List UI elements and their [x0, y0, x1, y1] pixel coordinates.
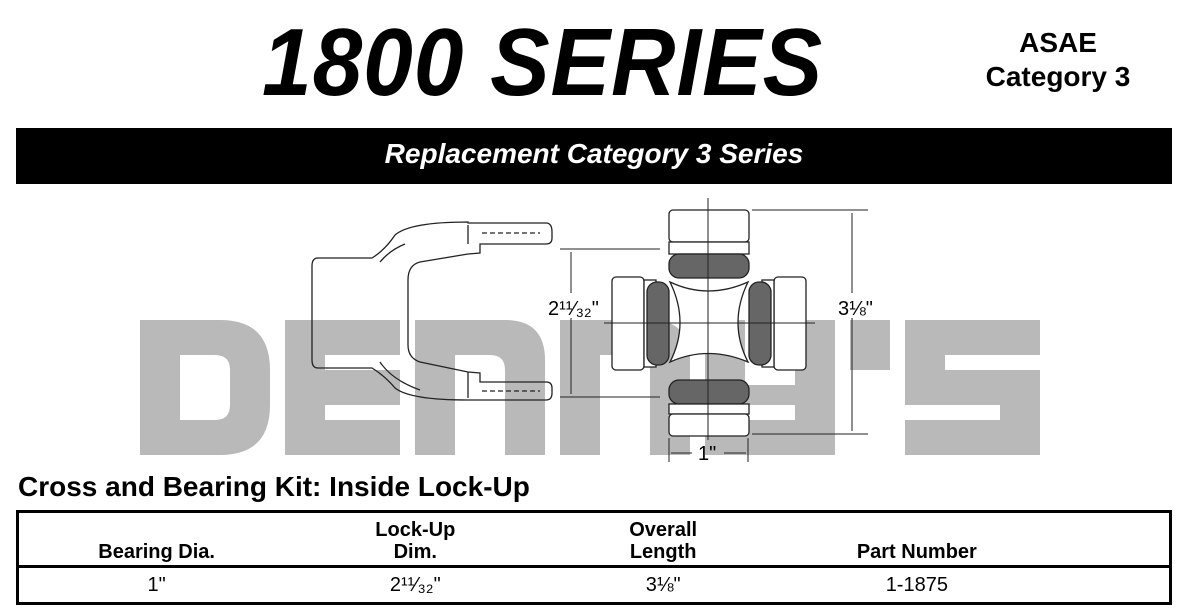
series-title: 1800 SERIES — [262, 9, 824, 116]
bearing-dia-label: 1" — [698, 443, 716, 465]
watermark-apostrophe — [850, 320, 890, 370]
watermark-letter-e — [285, 320, 400, 455]
section-title: Cross and Bearing Kit: Inside Lock-Up — [18, 471, 530, 502]
cell-lockup-dim: 2¹¹⁄₃₂" — [389, 573, 441, 596]
header-text: Lock-Up — [375, 519, 456, 541]
yoke-drawing — [311, 221, 553, 401]
watermark-logo — [140, 320, 1040, 455]
header-text: Part Number — [856, 541, 977, 563]
cell-part-number[interactable]: 1-1875 — [885, 573, 948, 596]
cell-bearing-dia: 1" — [147, 573, 166, 596]
header-text: Bearing Dia. — [98, 541, 215, 563]
dimension-lines — [560, 198, 868, 462]
col-spacer — [1043, 511, 1171, 568]
watermark-letter-s — [905, 320, 1040, 455]
cell-spacer — [1044, 567, 1171, 604]
watermark-letter-n — [415, 320, 545, 455]
asae-label: ASAE — [1019, 27, 1097, 58]
overall-length-label: 3⅛" — [838, 298, 873, 320]
category-label: Category 3 — [985, 61, 1131, 92]
asae-category: ASAE Category 3 — [968, 26, 1148, 94]
col-part-number: Part Number — [790, 511, 1044, 568]
header-text: Length — [629, 541, 697, 563]
table-row: 1" 2¹¹⁄₃₂" 3⅛" 1-1875 — [18, 567, 1171, 604]
col-bearing-dia: Bearing Dia. — [17, 511, 295, 568]
lockup-dim-label: 2¹¹⁄₃₂" — [548, 298, 599, 320]
cell-overall-length: 3⅛" — [645, 573, 681, 596]
banner: Replacement Category 3 Series — [16, 128, 1172, 184]
header-text: Dim. — [393, 541, 437, 563]
watermark-letter-d — [140, 320, 270, 455]
header-text: Overall — [629, 519, 698, 541]
